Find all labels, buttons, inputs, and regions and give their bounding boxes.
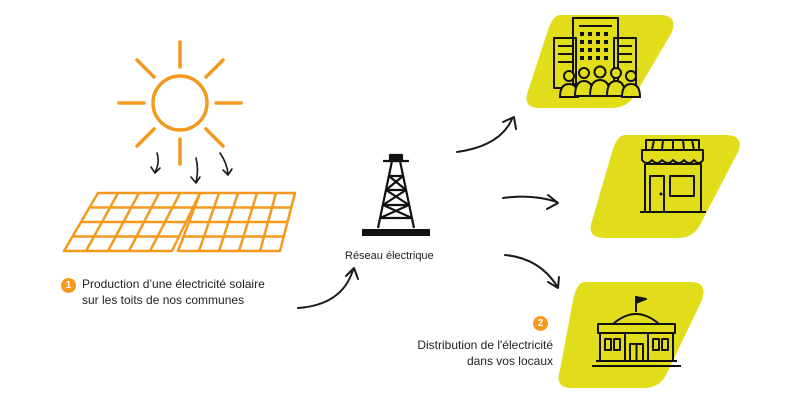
grid-label: Réseau électrique [345,250,434,262]
step-2-label: Distribution de l'électricité dans vos l… [398,337,553,369]
arrow-grid-to-townhall [504,254,560,289]
step-1-line-1: Production d’une électricité solaire [82,277,265,291]
arrow-panels-to-grid [297,267,359,309]
step-2-line-2: dans vos locaux [466,354,553,368]
arrow-grid-to-shop [502,194,559,210]
arrow-grid-to-building [456,116,517,153]
step-1-label: Production d’une électricité solaire sur… [82,276,265,308]
step-2-line-1: Distribution de l'électricité [417,338,553,352]
step-1-badge: 1 [61,278,76,293]
step-2-badge: 2 [533,316,548,331]
step-1-line-2: sur les toits de nos communes [82,293,245,307]
